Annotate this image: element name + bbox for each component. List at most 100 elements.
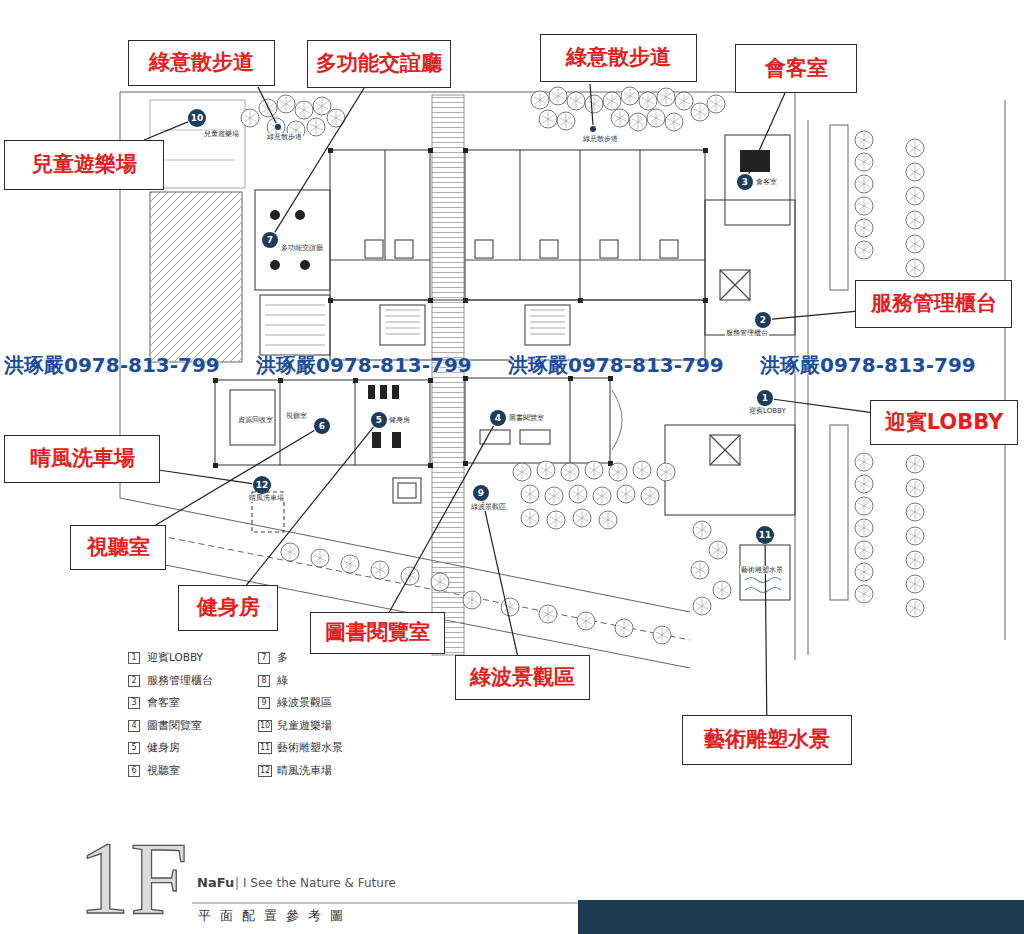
legend-number: 8 [258, 675, 270, 687]
legend-text: 服務管理櫃台 [147, 675, 213, 687]
legend-text: 綠波景觀區 [277, 697, 332, 709]
plan-label: 綠波景觀區 [470, 503, 507, 511]
legend-text: 健身房 [147, 742, 180, 754]
subtitle: 平面配置參考圖 [198, 909, 352, 924]
callout-label: 綠波景觀區 [470, 666, 575, 689]
plan-label: 資源回收室 [237, 416, 274, 424]
plan-label: 健身房 [388, 416, 411, 424]
legend-number: 12 [258, 765, 272, 777]
callout-label: 晴風洗車場 [30, 447, 135, 470]
plan-label: 圖書閱覽室 [508, 414, 545, 422]
callout-number-text: 12 [256, 481, 269, 490]
callout-number-text: 7 [267, 236, 273, 245]
callout-number: 1 [757, 390, 773, 406]
legend-number: 5 [128, 742, 140, 754]
legend-text: 藝術雕塑水景 [277, 742, 343, 754]
tagline: I See the Nature & Future [243, 877, 396, 891]
legend-text: 會客室 [147, 697, 180, 709]
floor-title: 1F [78, 826, 188, 930]
plan-label: 兒童遊樂場 [203, 130, 240, 138]
callout-number: 7 [262, 232, 278, 248]
legend-text: 視聽室 [147, 765, 180, 777]
callout-box: 健身房 [178, 585, 278, 631]
callout-label: 綠意散步道 [566, 46, 671, 69]
plan-label: 綠意散步道 [266, 133, 303, 141]
callout-box: 綠意散步道 [128, 40, 275, 86]
legend-number: 3 [128, 697, 140, 709]
callout-box: 綠波景觀區 [455, 655, 590, 700]
callout-number-text: 2 [760, 316, 766, 325]
callout-number-text: 3 [742, 178, 748, 187]
plan-label: 藝術雕塑水景 [740, 566, 784, 574]
legend-number: 6 [128, 765, 140, 777]
callout-number-text: 9 [478, 489, 484, 498]
plan-label: 晴風洗車場 [248, 494, 285, 502]
watermark: 洪琢嚴0978-813-799 [760, 354, 976, 377]
leader-line [483, 502, 517, 655]
callout-label: 圖書閱覽室 [325, 621, 430, 644]
callout-label: 迎賓LOBBY [885, 411, 1004, 434]
callout-number: 3 [737, 174, 753, 190]
callout-label: 兒童遊樂場 [32, 153, 137, 176]
callout-number-text: 6 [319, 422, 325, 431]
brand-name: NaFu [197, 876, 234, 891]
watermark: 洪琢嚴0978-813-799 [4, 354, 220, 377]
callout-number: 4 [490, 410, 506, 426]
legend-number: 7 [258, 652, 270, 664]
callout-number: 11 [756, 526, 774, 544]
legend-text: 圖書閱覽室 [147, 720, 202, 732]
legend-text: 綠 [277, 675, 288, 687]
leader-line [160, 470, 252, 483]
callout-box: 藝術雕塑水景 [682, 715, 852, 765]
plan-label: 多功能交誼廳 [280, 244, 324, 252]
legend-number: 9 [258, 697, 270, 709]
leader-line [772, 311, 855, 319]
callout-number-text: 4 [495, 414, 501, 423]
callout-label: 健身房 [197, 596, 260, 619]
legend-number: 2 [128, 675, 140, 687]
legend-text: 迎賓LOBBY [147, 652, 203, 664]
watermark: 洪琢嚴0978-813-799 [256, 354, 472, 377]
leader-line [749, 93, 785, 174]
legend-number: 4 [128, 720, 140, 732]
legend-number: 11 [258, 742, 272, 754]
callout-box: 會客室 [735, 44, 857, 93]
callout-number: 12 [253, 476, 271, 494]
callout-box: 迎賓LOBBY [870, 400, 1018, 445]
legend-number: 10 [258, 720, 272, 732]
callout-box: 視聽室 [70, 525, 166, 570]
legend-number: 1 [128, 652, 140, 664]
plan-label: 綠意散步道 [582, 135, 619, 143]
callout-number: 6 [314, 418, 330, 434]
plan-label: 迎賓LOBBY [748, 407, 787, 415]
callout-number-text: 5 [376, 416, 382, 425]
leader-line [144, 122, 188, 140]
callout-number: 10 [188, 109, 206, 127]
legend-text: 多 [277, 652, 288, 664]
callout-box: 晴風洗車場 [4, 435, 160, 483]
callout-label: 服務管理櫃台 [871, 292, 997, 315]
leader-line [774, 399, 870, 412]
callout-box: 多功能交誼廳 [307, 40, 451, 88]
callout-box: 服務管理櫃台 [855, 280, 1012, 328]
plan-label: 會客室 [755, 178, 778, 186]
callout-number: 2 [755, 312, 771, 328]
legend-text: 晴風洗車場 [277, 765, 332, 777]
leader-line [246, 427, 373, 585]
callout-label: 藝術雕塑水景 [704, 728, 830, 751]
callout-number: 9 [473, 485, 489, 501]
leader-line [156, 431, 314, 525]
callout-number: 5 [371, 412, 387, 428]
leader-line [275, 88, 364, 232]
callout-number-text: 11 [759, 531, 772, 540]
plan-label: 服務管理櫃台 [725, 329, 769, 337]
leader-line [389, 426, 493, 612]
legend-text: 兒童遊樂場 [277, 720, 332, 732]
watermark: 洪琢嚴0978-813-799 [508, 354, 724, 377]
callout-box: 圖書閱覽室 [310, 612, 445, 654]
callout-box: 兒童遊樂場 [4, 140, 164, 190]
callout-label: 多功能交誼廳 [316, 52, 442, 75]
callout-label: 綠意散步道 [149, 51, 254, 74]
plan-label: 視聽室 [285, 412, 308, 420]
callout-number-text: 1 [762, 394, 768, 403]
